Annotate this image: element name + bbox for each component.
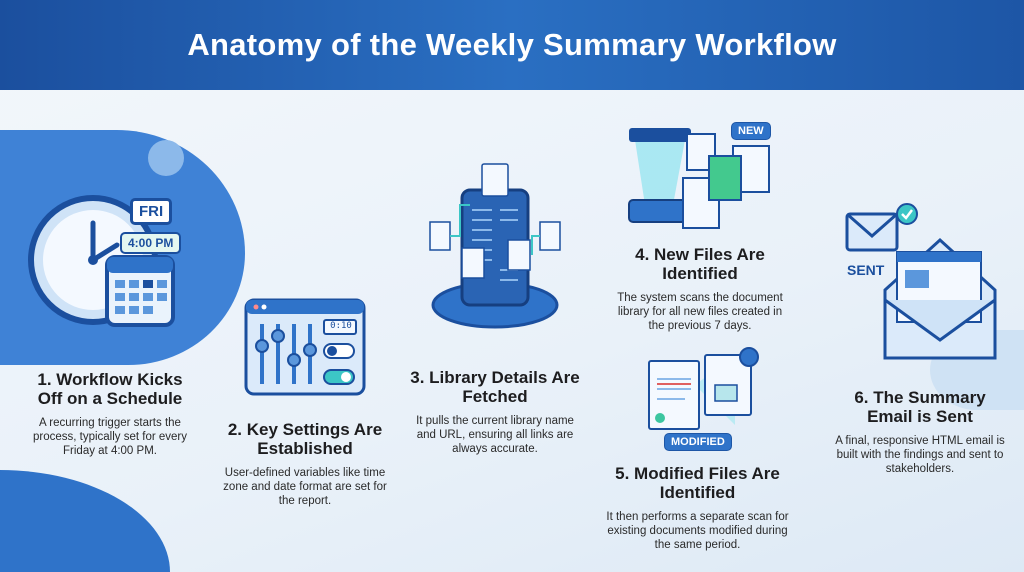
step-3: 3. Library Details Are Fetched It pulls …: [410, 368, 580, 456]
settings-sliders-icon: [244, 298, 366, 396]
background-blob: [0, 470, 170, 572]
new-badge: NEW: [731, 122, 771, 140]
clock-calendar-icon: [28, 195, 175, 327]
step-1: 1. Workflow Kicks Off on a Schedule A re…: [30, 370, 190, 458]
background-blob: [148, 140, 184, 176]
modified-badge: MODIFIED: [664, 433, 732, 451]
step-description: A recurring trigger starts the process, …: [32, 417, 188, 457]
step-2: 2. Key Settings Are Established User-def…: [220, 420, 390, 508]
step-description: The system scans the document library fo…: [617, 292, 783, 332]
step-title: 2. Key Settings Are Established: [227, 420, 383, 458]
step-description: It then performs a separate scan for exi…: [606, 511, 789, 551]
server-library-icon: [429, 163, 561, 329]
modified-documents-icon: [648, 347, 759, 430]
step-title: 5. Modified Files Are Identified: [615, 464, 780, 502]
step-description: It pulls the current library name and UR…: [416, 415, 574, 455]
step-description: User-defined variables like time zone an…: [223, 467, 387, 507]
step-4: 4. New Files Are Identified The system s…: [615, 245, 785, 333]
step-title: 1. Workflow Kicks Off on a Schedule: [37, 370, 183, 408]
step-5: 5. Modified Files Are Identified It then…: [605, 464, 790, 552]
step-description: A final, responsive HTML email is built …: [835, 435, 1005, 475]
step-title: 4. New Files Are Identified: [635, 245, 765, 283]
digital-display: 0:10: [330, 321, 352, 331]
step-title: 6. The Summary Email is Sent: [854, 388, 986, 426]
scanner-new-files-icon: [628, 128, 770, 229]
header-banner: Anatomy of the Weekly Summary Workflow: [0, 0, 1024, 90]
time-label: 4:00 PM: [120, 232, 182, 254]
sent-label: SENT: [847, 262, 885, 278]
email-sent-icon: [845, 203, 997, 360]
step-title: 3. Library Details Are Fetched: [410, 368, 580, 406]
page-title: Anatomy of the Weekly Summary Workflow: [187, 27, 837, 62]
step-6: 6. The Summary Email is Sent A final, re…: [835, 388, 1005, 476]
day-label: FRI: [130, 198, 173, 225]
